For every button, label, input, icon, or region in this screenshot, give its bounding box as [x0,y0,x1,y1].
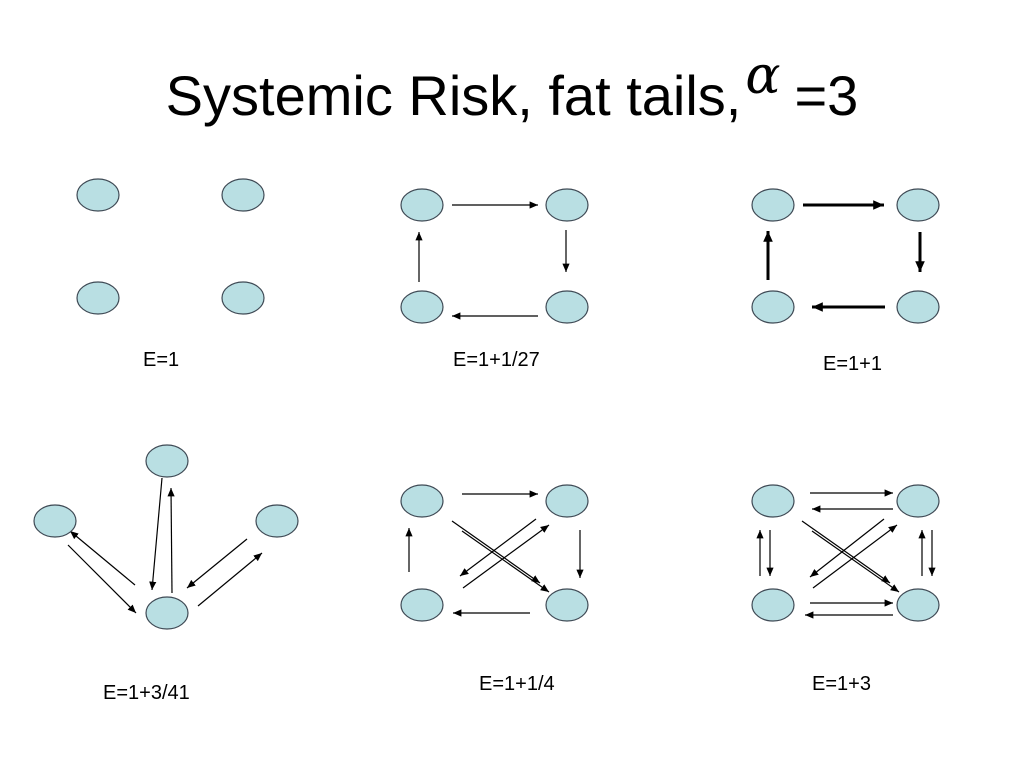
node [221,178,265,212]
node [896,290,940,324]
diagram-5-label: E=1+1/4 [479,673,555,695]
arrow [462,524,550,589]
node [255,504,299,538]
diagram-1-label: E=1 [143,349,180,371]
diagram-6-label: E=1+3 [812,673,871,695]
node [545,588,589,622]
diagram-2-label: E=1+1/27 [453,349,540,371]
arrow [812,524,898,589]
slide-title: Systemic Risk, fat tails,α=3 [0,46,1024,136]
node [751,484,795,518]
node [545,188,589,222]
node [76,281,120,315]
node [545,484,589,518]
node [545,290,589,324]
arrow [186,538,248,589]
node [751,188,795,222]
title-suffix: =3 [794,64,859,127]
diagram-2 [400,188,589,324]
diagram-5 [400,484,589,622]
arrow [461,530,550,593]
arrow [67,544,137,614]
diagram-4-label: E=1+3/41 [103,682,190,704]
arrow [459,518,537,577]
node [751,290,795,324]
diagram-3 [751,188,940,324]
diagram-6 [751,484,940,622]
arrow [451,520,541,584]
arrow [69,530,136,586]
diagram-4 [33,444,299,630]
node [896,588,940,622]
node [896,484,940,518]
arrow [811,530,900,593]
arrow [801,520,891,584]
arrow [149,477,163,591]
arrow [167,487,175,594]
node [751,588,795,622]
node [76,178,120,212]
arrow [809,518,885,578]
node [145,596,189,630]
node [400,290,444,324]
node [400,588,444,622]
diagram-1 [76,178,265,315]
alpha-symbol: α [745,46,781,106]
node [33,504,77,538]
node [221,281,265,315]
node [896,188,940,222]
node [400,188,444,222]
arrow [197,552,263,607]
title-prefix: Systemic Risk, fat tails, [165,64,742,127]
node [145,444,189,478]
node [400,484,444,518]
diagram-3-label: E=1+1 [823,353,882,375]
